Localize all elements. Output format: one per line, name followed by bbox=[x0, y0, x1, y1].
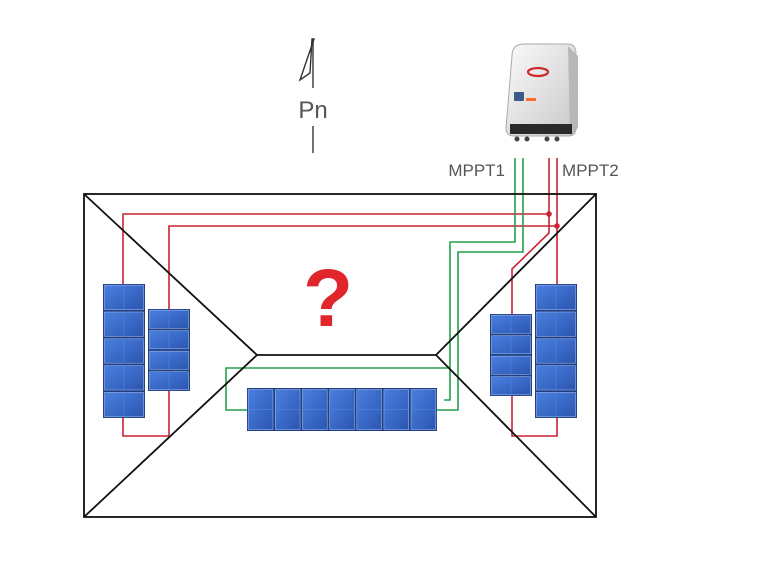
panel-group-south-center-string bbox=[247, 388, 437, 431]
solar-panels bbox=[103, 284, 577, 431]
hip-roof-outline bbox=[83, 193, 597, 518]
mppt1-wiring bbox=[225, 158, 524, 411]
north-label: Pn bbox=[298, 97, 327, 124]
mppt2-label: MPPT2 bbox=[562, 161, 619, 180]
mppt1-label: MPPT1 bbox=[448, 161, 505, 180]
north-arrow-icon bbox=[298, 38, 315, 153]
panel-group-east-string-a bbox=[490, 314, 532, 396]
solar-inverter-icon bbox=[505, 43, 578, 142]
panel-group-east-string-b bbox=[535, 284, 577, 418]
panel-group-west-string-b bbox=[148, 309, 190, 391]
wire-junction bbox=[546, 211, 552, 217]
wire-junction bbox=[554, 223, 560, 229]
panel-group-west-string-a bbox=[103, 284, 145, 418]
question-mark: ? bbox=[303, 253, 353, 344]
